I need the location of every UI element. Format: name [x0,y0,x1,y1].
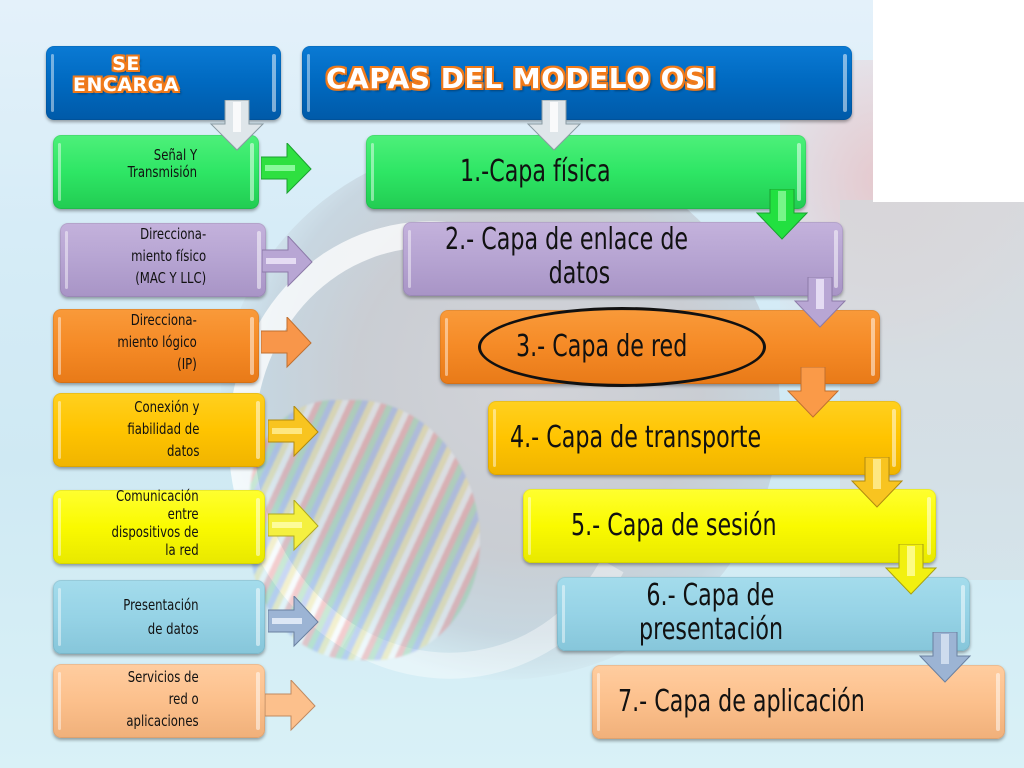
right-arrow-icon [265,680,316,732]
layer-label: 6.- Capa de [646,578,775,613]
osi-title-header: CAPAS DEL MODELO OSI [302,46,852,120]
layer-box-5: 5.- Capa de sesión [523,489,936,563]
layer-label: presentación [639,612,784,647]
layer-box-7: 7.- Capa de aplicación [592,665,1005,739]
right-arrow-icon [261,143,312,195]
function-text: la red [165,541,199,559]
function-text: Servicios de [128,668,199,686]
function-text: de datos [148,620,199,638]
function-text: Direcciona- [139,225,206,243]
function-text: Presentación [123,596,199,614]
layer-label: 1.-Capa física [460,154,611,189]
function-text: Señal Y [153,146,197,164]
layer-label: 5.- Capa de sesión [571,508,777,543]
right-arrow-icon [262,236,313,288]
header-left-line2: ENCARGA [73,74,179,96]
right-arrow-icon [268,596,319,648]
page-title: CAPAS DEL MODELO OSI [326,62,717,95]
down-arrow-icon [526,100,582,151]
down-arrow-icon [755,189,809,240]
function-text: miento físico [130,247,206,265]
function-text: Conexión y [133,398,199,416]
down-arrow-icon [884,544,938,595]
function-text: fiabilidad de [126,420,199,438]
function-text: dispositivos de [111,523,199,541]
right-arrow-icon [268,406,319,458]
layer-label: 7.- Capa de aplicación [618,684,865,719]
layer-label: 4.- Capa de transporte [510,420,762,455]
function-text: datos [166,442,199,460]
layer-label: datos [548,256,611,291]
function-text: red o [168,690,199,708]
function-box-2: Direcciona- miento físico (MAC Y LLC) [60,223,266,297]
right-arrow-icon [261,317,312,369]
right-arrow-icon [268,500,319,552]
function-text: (MAC Y LLC) [135,269,206,287]
layer-box-6: 6.- Capa de presentación [557,577,970,651]
function-box-5: Comunicación entre dispositivos de la re… [53,487,265,564]
function-box-1: Señal Y Transmisión [53,135,259,209]
layer-box-2: 2.- Capa de enlace de datos [403,222,843,296]
function-text: Comunicación [116,487,199,505]
down-arrow-icon [786,367,840,418]
function-text: (IP) [177,355,197,373]
function-text: Transmisión [127,163,197,181]
function-box-3: Direcciona- miento lógico (IP) [53,309,259,383]
function-box-7: Servicios de red o aplicaciones [53,664,265,738]
function-box-6: Presentación de datos [53,580,265,654]
function-box-4: Conexión y fiabilidad de datos [53,393,265,467]
function-text: entre [168,505,199,523]
layer-box-4: 4.- Capa de transporte [488,401,901,475]
function-text: miento lógico [117,333,197,351]
down-arrow-icon [850,457,904,508]
layer-box-1: 1.-Capa física [366,135,806,209]
function-text: aplicaciones [126,712,199,730]
function-text: Direcciona- [130,311,197,329]
white-patch [873,0,1024,202]
down-arrow-icon [793,277,847,328]
layer-label: 2.- Capa de enlace de [445,222,689,257]
highlight-ellipse [478,307,766,387]
header-left-line1: SE [112,53,140,75]
down-arrow-icon [209,100,265,151]
down-arrow-icon [918,632,972,683]
